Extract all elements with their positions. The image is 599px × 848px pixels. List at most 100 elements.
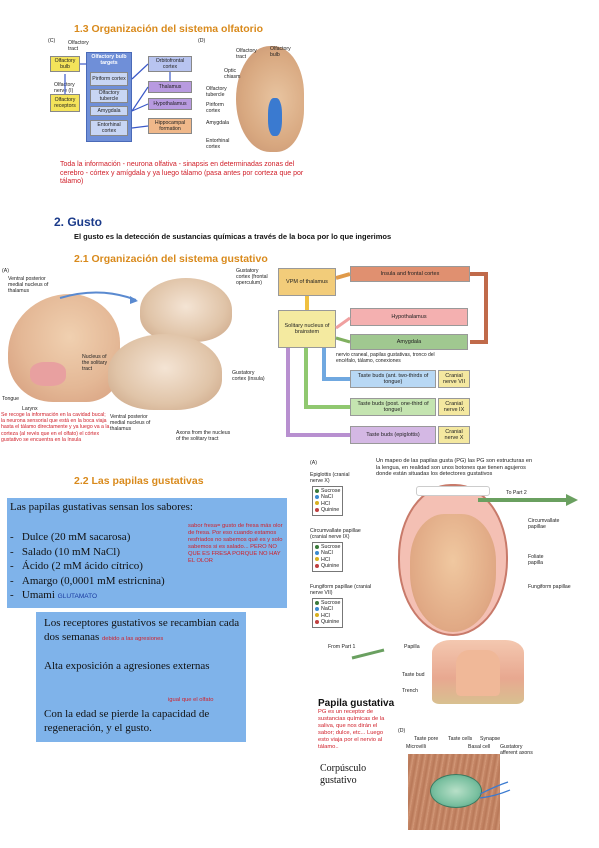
dot-nacl: [315, 495, 319, 499]
receptors-line1-note: debido a las agresiones: [102, 636, 164, 642]
box-cn-ix: Cranial nerve IX: [438, 398, 470, 416]
section-title-gustatory: 2.1 Organización del sistema gustativo: [74, 253, 268, 265]
label-circumvallate: Circumvallate papillae (cranial nerve IX…: [310, 528, 361, 540]
dot-quinine: [315, 507, 319, 512]
label-taste-pore: Taste pore: [414, 736, 439, 742]
label-d-piriform: Piriform cortex: [206, 102, 224, 114]
gustatory-note: Se recoge la información en la cavidad b…: [1, 412, 110, 443]
label-epiglottis: Epiglottis (cranial nerve X): [310, 472, 350, 484]
gustatory-curve-arrow: [59, 291, 138, 304]
tastes-list: - Dulce (20 mM sacarosa) - Salado (10 mM…: [10, 530, 165, 605]
box-cn-x: Cranial nerve X: [438, 426, 470, 444]
label-vpm-top: Ventral posterior medial nucleus of thal…: [8, 276, 49, 294]
corpusculo-label: Corpúsculo gustativo: [320, 763, 367, 786]
box-solitary: Solitary nucleus of brainstem: [278, 310, 336, 348]
legend-row: NaCl: [315, 494, 340, 500]
olfactory-diagram: (C) Olfactory tract Olfactory bulb Olfac…: [46, 36, 304, 158]
papilla-note: PG es un receptor de sustancias químicas…: [318, 709, 385, 750]
legend-row: HCl: [315, 613, 340, 619]
label-d-entorhinal: Entorhinal cortex: [206, 138, 230, 150]
label-vpm-bottom: Ventral posterior medial nucleus of thal…: [110, 414, 151, 432]
olfactory-note: Toda la información - neurona olfativa -…: [60, 161, 304, 185]
flow-arrows: [286, 272, 488, 437]
section-title-gusto: 2. Gusto: [54, 215, 103, 229]
box-olfactory-bulb: Olfactory bulb: [50, 56, 80, 72]
box-insula: Insula and frontal cortex: [350, 266, 470, 282]
box-olfactory-receptors: Olfactory receptors: [50, 94, 80, 112]
box-thalamus: Thalamus: [148, 81, 192, 93]
teeth-top: [416, 486, 490, 496]
taste-item: - Salado (10 mM NaCl): [10, 545, 120, 558]
legend-row: Sucrose: [315, 544, 340, 550]
strawberry-note: sabor fresa= gusto de fresa más olor de …: [188, 523, 283, 564]
receptors-line3: Con la edad se pierde la capacidad de re…: [44, 708, 210, 734]
dot-quinine: [315, 619, 319, 624]
panel-label-d-bud: (D): [398, 728, 406, 734]
mouth-region: [30, 362, 66, 386]
label-olfactory-nerve: Olfactory nerve (I): [54, 82, 75, 94]
label-d-olf-tract: Olfactory tract: [236, 48, 257, 60]
umami-note: GLUTAMATO: [57, 593, 98, 600]
label-trench: Trench: [402, 688, 418, 694]
legend-epiglottis: Sucrose NaCl HCl Quinine: [312, 486, 344, 516]
box-hypothalamus: Hypothalamus: [148, 98, 192, 110]
flow-annotation: nervio craneal, papilas gustativas, tron…: [336, 352, 435, 364]
label-synapse: Synapse: [480, 736, 501, 742]
box-orbitofrontal: Orbitofrontal cortex: [148, 56, 192, 72]
dot-quinine: [315, 563, 319, 568]
box-tubercle: Olfactory tubercle: [90, 89, 128, 103]
box-cn-vii: Cranial nerve VII: [438, 370, 470, 388]
tongue-shape: [410, 514, 496, 632]
dot-nacl: [315, 551, 319, 555]
papilla-diagram: From Part 1 Papilla Taste bud Trench: [318, 640, 528, 706]
dot-sucrose: [315, 488, 319, 493]
label-from-part1: From Part 1: [328, 644, 356, 650]
legend-fungiform: Sucrose NaCl HCl Quinine: [312, 598, 344, 628]
label-axons: Axons from the nucleus of the solitary t…: [176, 430, 231, 442]
tongue-note: Un mapeo de las papilas gusta (PG) las P…: [376, 458, 533, 477]
receptors-line3-note: igual que el olfato: [168, 697, 214, 703]
brain-coronal-bottom: [108, 334, 222, 410]
receptors-panel: [36, 612, 246, 742]
gustatory-brain-diagram: (A) Ventral posterior medial nucleus of …: [0, 266, 268, 454]
label-larynx: Larynx: [22, 406, 38, 412]
legend-row: HCl: [315, 557, 340, 563]
label-olfactory-tract: Olfactory tract: [68, 40, 89, 52]
label-bulb-targets: Olfactory bulb targets: [91, 54, 127, 66]
panel-label-a: (A): [2, 268, 9, 274]
legend-row: Quinine: [315, 563, 340, 569]
receptors-line2: Alta exposición a agresiones externas: [44, 660, 210, 672]
dot-hcl: [315, 557, 319, 562]
label-gust-cortex-frontal: Gustatory cortex (frontal operculum): [236, 268, 268, 286]
label-basal-cell: Basal cell: [468, 744, 491, 750]
label-d-optic: Optic chiasm: [224, 68, 241, 80]
tastes-panel: [7, 498, 287, 608]
legend-row: HCl: [315, 501, 340, 507]
legend-circumvallate: Sucrose NaCl HCl Quinine: [312, 542, 344, 572]
legend-row: NaCl: [315, 606, 340, 612]
from-part1-arrow: [351, 648, 385, 660]
legend-row: Quinine: [315, 507, 340, 513]
label-tongue: Tongue: [2, 396, 20, 402]
label-taste-cells: Taste cells: [448, 736, 473, 742]
box-amygdala-g: Amygdala: [350, 334, 468, 350]
taste-item: - Ácido (2 mM ácido cítrico): [10, 560, 143, 572]
dot-hcl: [315, 501, 319, 506]
panel-label-c: (C): [48, 38, 56, 44]
papilla-center: [456, 650, 500, 696]
box-piriform: Piriform cortex: [90, 72, 128, 86]
label-nucleus-solitary: Nucleus of the solitary tract: [82, 354, 108, 372]
olfactory-arrows: [64, 63, 171, 129]
legend-row: Sucrose: [315, 600, 340, 606]
label-papilla: Papilla: [404, 644, 420, 650]
brain-coronal-top: [140, 278, 232, 342]
box-taste-buds-epi: Taste buds (epiglottis): [350, 426, 436, 444]
label-r-fungiform: Fungiform papillae: [528, 584, 571, 590]
box-hypothalamus-g: Hypothalamus: [350, 308, 468, 326]
label-r-foliate: Foliate papilla: [528, 554, 544, 566]
label-taste-bud: Taste bud: [402, 672, 425, 678]
label-fungiform: Fungiform papillae (cranial nerve VII): [310, 584, 372, 596]
box-entorhinal: Entorhinal cortex: [90, 120, 128, 136]
label-r-circumvallate: Circumvallate papillae: [528, 518, 560, 530]
label-to-part2: To Part 2: [506, 490, 527, 496]
